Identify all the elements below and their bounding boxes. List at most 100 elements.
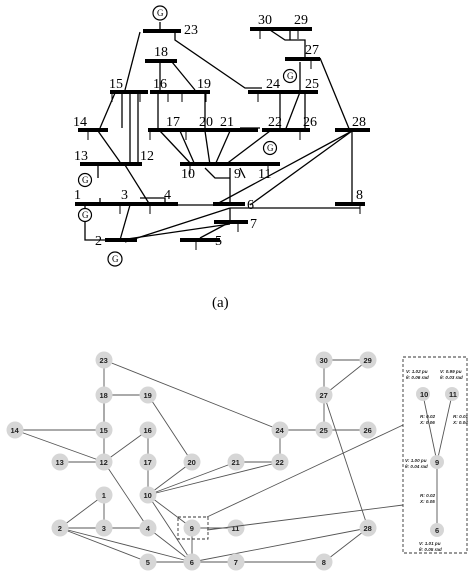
graph-node-label: 20 xyxy=(188,458,196,467)
bus-15 xyxy=(110,90,148,94)
annotation: X: 0.06 xyxy=(419,420,435,425)
annotation: V: 1.02 pu xyxy=(406,369,428,374)
bus-label: 1 xyxy=(74,188,81,203)
bus-label: 2 xyxy=(95,234,102,249)
bus-label: 4 xyxy=(164,188,171,203)
bus-label: 9 xyxy=(234,167,241,182)
graph-node-label: 6 xyxy=(190,558,194,567)
annotation: V: 1.00 pu xyxy=(405,458,427,463)
graph-node-label: 5 xyxy=(146,558,150,567)
annotation: V: 1.01 pu xyxy=(419,541,441,546)
bus-label: 24 xyxy=(266,77,280,92)
bus-label: 27 xyxy=(305,43,319,58)
inset-panel: 10 11 9 6 V: 1.02 pu θ: 0.06 rad V: 0.99… xyxy=(402,356,469,554)
bus-label: 25 xyxy=(305,77,319,92)
graph-node-12: 12 xyxy=(95,453,113,471)
bus-label: 19 xyxy=(197,77,211,92)
graph-node-17: 17 xyxy=(139,453,157,471)
bus-14 xyxy=(78,128,108,132)
bus-label: 8 xyxy=(356,188,363,203)
bus-label: 23 xyxy=(184,23,198,38)
graph-node-label: 7 xyxy=(234,558,238,567)
graph-edge xyxy=(59,527,193,563)
bus-17-20 xyxy=(148,128,222,132)
graph-node-label: 17 xyxy=(144,458,152,467)
graph-node-label: 19 xyxy=(144,391,152,400)
graph-node-label: 23 xyxy=(100,356,108,365)
graph-node-28: 28 xyxy=(359,519,377,537)
graph-node-6: 6 xyxy=(183,553,201,571)
bus-21 xyxy=(222,128,258,132)
inset-node-11: 11 xyxy=(449,390,457,399)
bus-label: 21 xyxy=(220,115,234,130)
graph-edge xyxy=(147,494,193,529)
graph-node-27: 27 xyxy=(315,386,333,404)
graph-edge xyxy=(323,394,369,529)
bus-label: 29 xyxy=(294,13,308,28)
graph-node-16: 16 xyxy=(139,421,157,439)
inset-box xyxy=(402,356,468,554)
graph-edge xyxy=(147,527,193,563)
graph-node-2: 2 xyxy=(51,519,69,537)
graph-node-5: 5 xyxy=(139,553,157,571)
bus-label: 18 xyxy=(154,45,168,60)
inset-node-6: 6 xyxy=(435,526,439,535)
graph-node-1: 1 xyxy=(95,486,113,504)
graph-node-20: 20 xyxy=(183,453,201,471)
bus-label: 10 xyxy=(181,167,195,182)
graph-node-label: 25 xyxy=(320,426,328,435)
generator-icon: G xyxy=(77,172,93,188)
inset-node-9: 9 xyxy=(435,458,439,467)
generator-icon: G xyxy=(107,251,123,267)
graph-node-label: 2 xyxy=(58,524,62,533)
bus-10-9-11 xyxy=(180,162,280,166)
graph-edge xyxy=(323,359,369,396)
annotation: θ: 0.03 rad xyxy=(440,375,463,380)
annotation: θ: 0.04 rad xyxy=(405,464,428,469)
bus-label: 28 xyxy=(352,115,366,130)
bus-label: 3 xyxy=(121,188,128,203)
inset-node-10: 10 xyxy=(420,390,428,399)
annotation: R: 0.01 xyxy=(453,414,469,419)
svg-text:G: G xyxy=(82,175,89,185)
graph-node-label: 18 xyxy=(100,391,108,400)
graph-node-label: 11 xyxy=(232,524,240,533)
graph-edge xyxy=(323,527,369,563)
graph-node-3: 3 xyxy=(95,519,113,537)
graph-node-label: 27 xyxy=(320,391,328,400)
generator-icon: G xyxy=(282,68,298,84)
bus-label: 22 xyxy=(268,115,282,130)
graph-node-label: 16 xyxy=(144,426,152,435)
svg-text:G: G xyxy=(82,210,89,220)
graph-node-label: 4 xyxy=(146,524,151,533)
bus-18 xyxy=(145,59,177,63)
bus-label: 30 xyxy=(258,13,272,28)
bus-30-29 xyxy=(250,27,312,31)
bus-7 xyxy=(214,220,248,224)
graph-node-29: 29 xyxy=(359,351,377,369)
graph-edge xyxy=(191,527,369,563)
bus-label: 6 xyxy=(247,198,254,213)
graph-edge xyxy=(59,527,149,563)
zoom-line xyxy=(206,424,404,518)
graph-node-10: 10 xyxy=(139,486,157,504)
graph-node-26: 26 xyxy=(359,421,377,439)
bus-8 xyxy=(335,202,365,206)
bus-label: 14 xyxy=(73,115,87,130)
graph-node-25: 25 xyxy=(315,421,333,439)
annotation: X: 0.04 xyxy=(452,420,468,425)
bus-label: 13 xyxy=(74,149,88,164)
zoom-box xyxy=(177,516,209,540)
graph-node-label: 14 xyxy=(11,426,20,435)
graph-node-label: 13 xyxy=(56,458,64,467)
annotation: R: 0.02 xyxy=(420,493,436,498)
graph-node-15: 15 xyxy=(95,421,113,439)
zoom-line xyxy=(206,504,404,531)
bus-label: 20 xyxy=(199,115,213,130)
graph-node-4: 4 xyxy=(139,519,157,537)
graph-node-19: 19 xyxy=(139,386,157,404)
generator-icon: G xyxy=(262,140,278,156)
